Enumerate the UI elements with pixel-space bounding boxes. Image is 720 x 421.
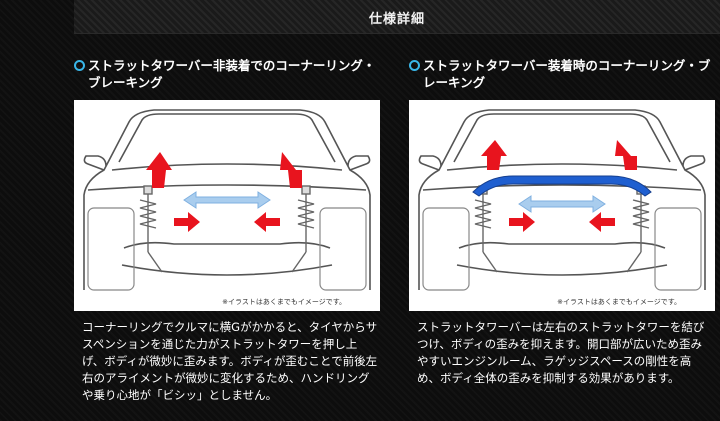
illustration-without-bar: ※イラストはあくまでもイメージです。 xyxy=(74,100,380,311)
panel-body-text: ストラットタワーバーは左右のストラットタワーを結びつけ、ボディの歪みを抑えます。… xyxy=(417,320,705,385)
illustration-caption: ※イラストはあくまでもイメージです。 xyxy=(222,298,346,306)
illustration-caption: ※イラストはあくまでもイメージです。 xyxy=(557,298,681,306)
panel-heading: ストラットタワーバー非装着でのコーナーリング・ブレーキング xyxy=(74,57,380,93)
panel-heading-text: ストラットタワーバー装着時のコーナーリング・ブレーキング xyxy=(423,58,711,90)
panel-without-bar: ストラットタワーバー非装着でのコーナーリング・ブレーキング xyxy=(74,57,380,402)
panel-heading-text: ストラットタワーバー非装着でのコーナーリング・ブレーキング xyxy=(88,58,376,90)
circle-bullet-icon xyxy=(409,60,420,71)
strut-tower-bar xyxy=(472,175,652,197)
illustration-with-bar: ※イラストはあくまでもイメージです。 xyxy=(409,100,715,311)
car-front-illustration xyxy=(83,109,371,291)
section-title: 仕様詳細 xyxy=(368,12,425,27)
panel-with-bar: ストラットタワーバー装着時のコーナーリング・ブレーキング xyxy=(409,57,715,385)
panel-body-text: コーナーリングでクルマに横Gがかかると、タイヤからサスペンションを通じた力がスト… xyxy=(82,320,378,402)
car-front-illustration xyxy=(418,109,706,291)
circle-bullet-icon xyxy=(74,60,85,71)
panel-heading: ストラットタワーバー装着時のコーナーリング・ブレーキング xyxy=(409,57,715,93)
section-header: 仕様詳細 xyxy=(74,0,720,34)
